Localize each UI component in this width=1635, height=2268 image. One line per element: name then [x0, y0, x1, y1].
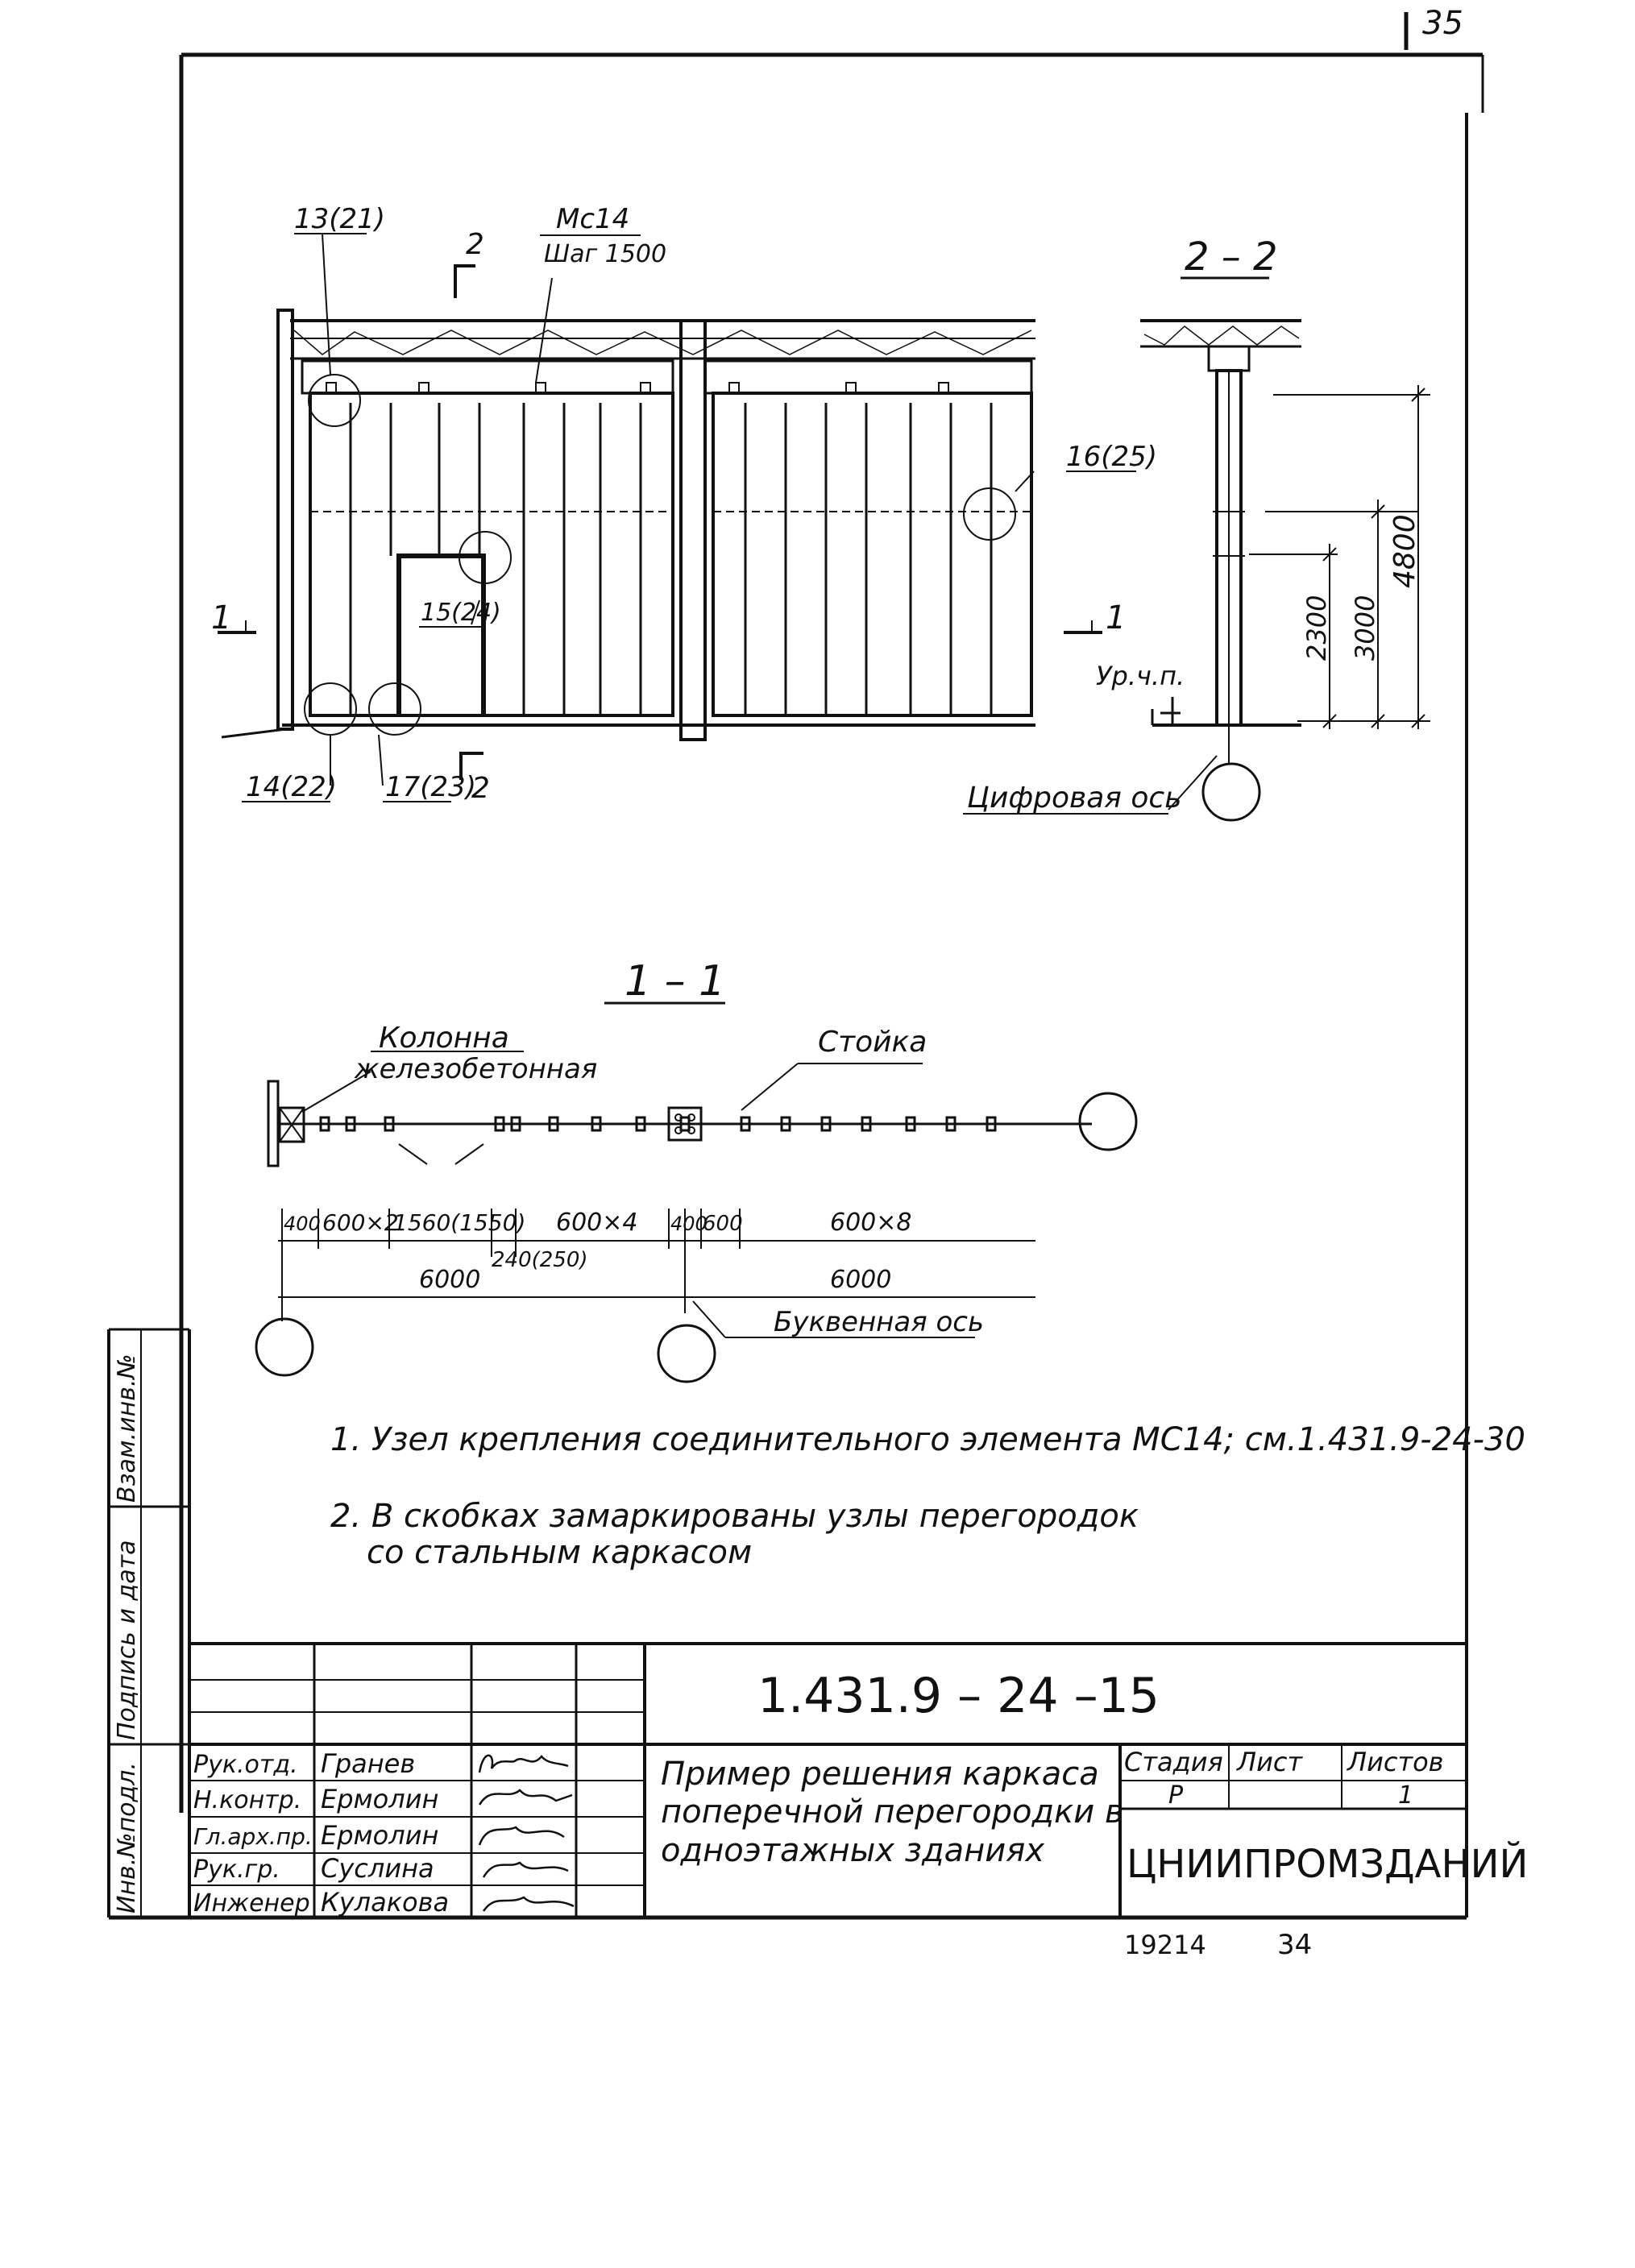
name-3: Ермолин: [321, 1820, 438, 1851]
callout-14-22: 14(22): [246, 771, 337, 803]
column-material-label: железобетонная: [354, 1053, 597, 1085]
section-2-2-labels: 2 – 2 4800 3000 2300 Ур.ч.п. Цифровая ос…: [967, 234, 1421, 815]
title-block-text: 1.431.9 – 24 –15 Пример решения каркаса …: [193, 1668, 1528, 1918]
dim-400-left: 400: [284, 1213, 321, 1235]
mc14-label: Мс14: [556, 203, 629, 235]
role-4: Рук.гр.: [193, 1855, 280, 1884]
letter-axis-circle-2: [657, 1324, 716, 1383]
notes: 1. Узел крепления соединительного элемен…: [330, 1421, 1525, 1571]
role-2: Н.контр.: [193, 1786, 301, 1814]
dim-600x8: 600×8: [830, 1209, 911, 1237]
dim-600x2: 600×2: [322, 1209, 399, 1236]
name-2: Ермолин: [321, 1784, 438, 1814]
node-circle-15: [459, 531, 512, 584]
section-1-1-labels: 1 – 1 Колонна железобетонная Стойка 400 …: [284, 957, 984, 1338]
section-1-1-title: 1 – 1: [625, 957, 725, 1005]
drawing-code: 1.431.9 – 24 –15: [757, 1668, 1160, 1724]
note-2: 2. В скобках замаркированы узлы перегоро…: [330, 1498, 1139, 1535]
role-5: Инженер: [193, 1889, 310, 1918]
dim-600-mid: 600: [703, 1212, 743, 1236]
node-circle-14: [304, 682, 357, 736]
drawing-frame: [107, 52, 1484, 1920]
letter-axis-circle-1: [255, 1317, 314, 1377]
dim-4800: 4800: [1388, 514, 1421, 588]
svg-text:Подпись и дата: Подпись и дата: [113, 1540, 141, 1741]
section-1-1: [255, 1001, 1138, 1383]
node-circle-16: [963, 487, 1016, 541]
name-1: Гранев: [321, 1748, 415, 1779]
drawing-title-line-3: одноэтажных зданиях: [661, 1832, 1044, 1869]
signatures: [478, 1754, 575, 1912]
numeric-axis-label: Цифровая ось: [967, 782, 1181, 815]
span-6000-left: 6000: [419, 1266, 480, 1294]
section-2-2: [963, 276, 1430, 822]
name-5: Кулакова: [321, 1887, 449, 1918]
callout-15-24: 15(24): [421, 599, 501, 627]
copy-number-1: 19214: [1124, 1930, 1206, 1960]
page-number: 35: [1422, 5, 1463, 42]
callout-17-23: 17(23): [385, 771, 476, 803]
copy-number-2: 34: [1277, 1929, 1312, 1961]
sheets-value: 1: [1398, 1781, 1413, 1810]
note-2-cont: со стальным каркасом: [367, 1534, 752, 1571]
callout-16-25: 16(25): [1066, 441, 1157, 473]
dim-400-mid: 400: [670, 1213, 708, 1235]
dim-600x4: 600×4: [556, 1209, 637, 1237]
dim-240-250: 240(250): [492, 1248, 588, 1272]
section-2-2-title: 2 – 2: [1185, 234, 1278, 280]
floor-level-label: Ур.ч.п.: [1096, 661, 1185, 691]
elevation-labels: 13(21) Мс14 Шаг 1500 2 16(25) 15(24) 1 1…: [211, 203, 1157, 805]
numeric-axis-circle: [1201, 762, 1261, 822]
name-4: Суслина: [321, 1853, 434, 1884]
svg-text:Взам.инв.№: Взам.инв.№: [113, 1354, 141, 1503]
cut-1-right: 1: [1106, 599, 1126, 636]
node-circle-13: [308, 374, 361, 427]
callout-13-21: 13(21): [294, 203, 385, 235]
cut-2-bottom: 2: [471, 772, 490, 805]
stage-header: Стадия: [1124, 1747, 1223, 1777]
sheets-header: Листов: [1347, 1747, 1444, 1777]
post-label: Стойка: [818, 1026, 927, 1059]
role-3: Гл.арх.пр.: [193, 1823, 313, 1850]
drawing-title-line-2: поперечной перегородки в: [661, 1793, 1124, 1831]
title-block: [189, 1642, 1467, 1918]
role-1: Рук.отд.: [193, 1751, 298, 1779]
dim-3000: 3000: [1350, 595, 1380, 661]
dim-2300: 2300: [1301, 595, 1332, 661]
letter-axis-label: Буквенная ось: [774, 1306, 984, 1338]
step-label: Шаг 1500: [544, 240, 666, 268]
node-circle-17: [368, 682, 421, 736]
cut-2-top: 2: [466, 228, 484, 261]
note-1: 1. Узел крепления соединительного элемен…: [330, 1421, 1525, 1458]
drawing-title-line-1: Пример решения каркаса: [661, 1756, 1099, 1793]
cut-1-left: 1: [211, 599, 231, 636]
svg-text:Инв.№подл.: Инв.№подл.: [113, 1762, 141, 1913]
side-stamp: Инв.№подл. Подпись и дата Взам.инв.№: [113, 1354, 141, 1913]
organization: ЦНИИПРОМЗДАНИЙ: [1127, 1841, 1528, 1887]
stage-value: Р: [1168, 1781, 1184, 1810]
sheet-header: Лист: [1236, 1747, 1303, 1777]
partition-elevation: [218, 233, 1136, 802]
dim-1560: 1560(1550): [393, 1209, 525, 1236]
column-label: Колонна: [379, 1022, 509, 1055]
span-6000-right: 6000: [830, 1266, 891, 1294]
